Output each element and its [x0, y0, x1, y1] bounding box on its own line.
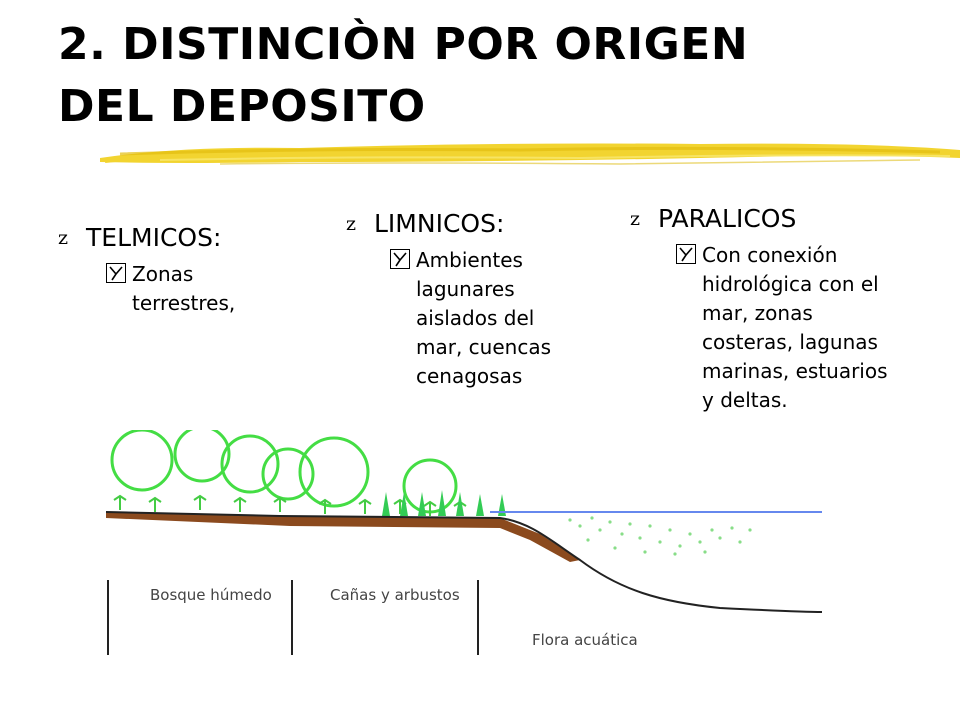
y-bullet-icon	[390, 249, 410, 269]
z-bullet-icon: z	[346, 213, 357, 235]
title-line-1: 2. DISTINCIÒN POR ORIGEN	[58, 19, 749, 70]
slide-title: 2. DISTINCIÒN POR ORIGEN DEL DEPOSITO	[58, 14, 938, 138]
bullet-level-2: Ambientes lagunares aislados del mar, cu…	[388, 246, 576, 391]
label-canas: Cañas y arbustos	[330, 586, 460, 604]
heading-limnicos: LIMNICOS:	[374, 209, 505, 238]
y-bullet-icon	[106, 263, 126, 283]
body-telmicos: Zonas terrestres,	[132, 262, 236, 315]
column-paralicos: z PARALICOS Con conexión hidrológica con…	[630, 203, 930, 415]
bullet-level-1: z LIMNICOS:	[346, 208, 576, 240]
title-line-2: DEL DEPOSITO	[58, 81, 426, 132]
z-bullet-icon: z	[630, 208, 641, 230]
z-bullet-icon: z	[58, 227, 69, 249]
column-telmicos: z TELMICOS: Zonas terrestres,	[58, 222, 288, 318]
label-flora: Flora acuática	[532, 631, 638, 649]
aquatic-flora-dots	[568, 516, 752, 556]
y-bullet-icon	[676, 244, 696, 264]
bullet-level-2: Con conexión hidrológica con el mar, zon…	[674, 241, 898, 415]
body-limnicos: Ambientes lagunares aislados del mar, cu…	[416, 248, 551, 388]
heading-telmicos: TELMICOS:	[86, 223, 222, 252]
bullet-level-2: Zonas terrestres,	[104, 260, 282, 318]
soil-layer	[106, 512, 580, 562]
yellow-brush-stroke	[100, 143, 960, 165]
tree-canopy-group	[110, 430, 458, 514]
heading-paralicos: PARALICOS	[658, 204, 797, 233]
cross-section-diagram: Bosque húmedo Cañas y arbustos Flora acu…	[105, 430, 823, 655]
ground-line	[105, 511, 823, 613]
bullet-level-1: z PARALICOS	[630, 203, 930, 235]
column-limnicos: z LIMNICOS: Ambientes lagunares aislados…	[346, 208, 576, 391]
body-paralicos: Con conexión hidrológica con el mar, zon…	[702, 243, 888, 412]
label-bosque: Bosque húmedo	[150, 586, 272, 604]
bullet-level-1: z TELMICOS:	[58, 222, 288, 254]
reeds-group	[382, 490, 506, 516]
